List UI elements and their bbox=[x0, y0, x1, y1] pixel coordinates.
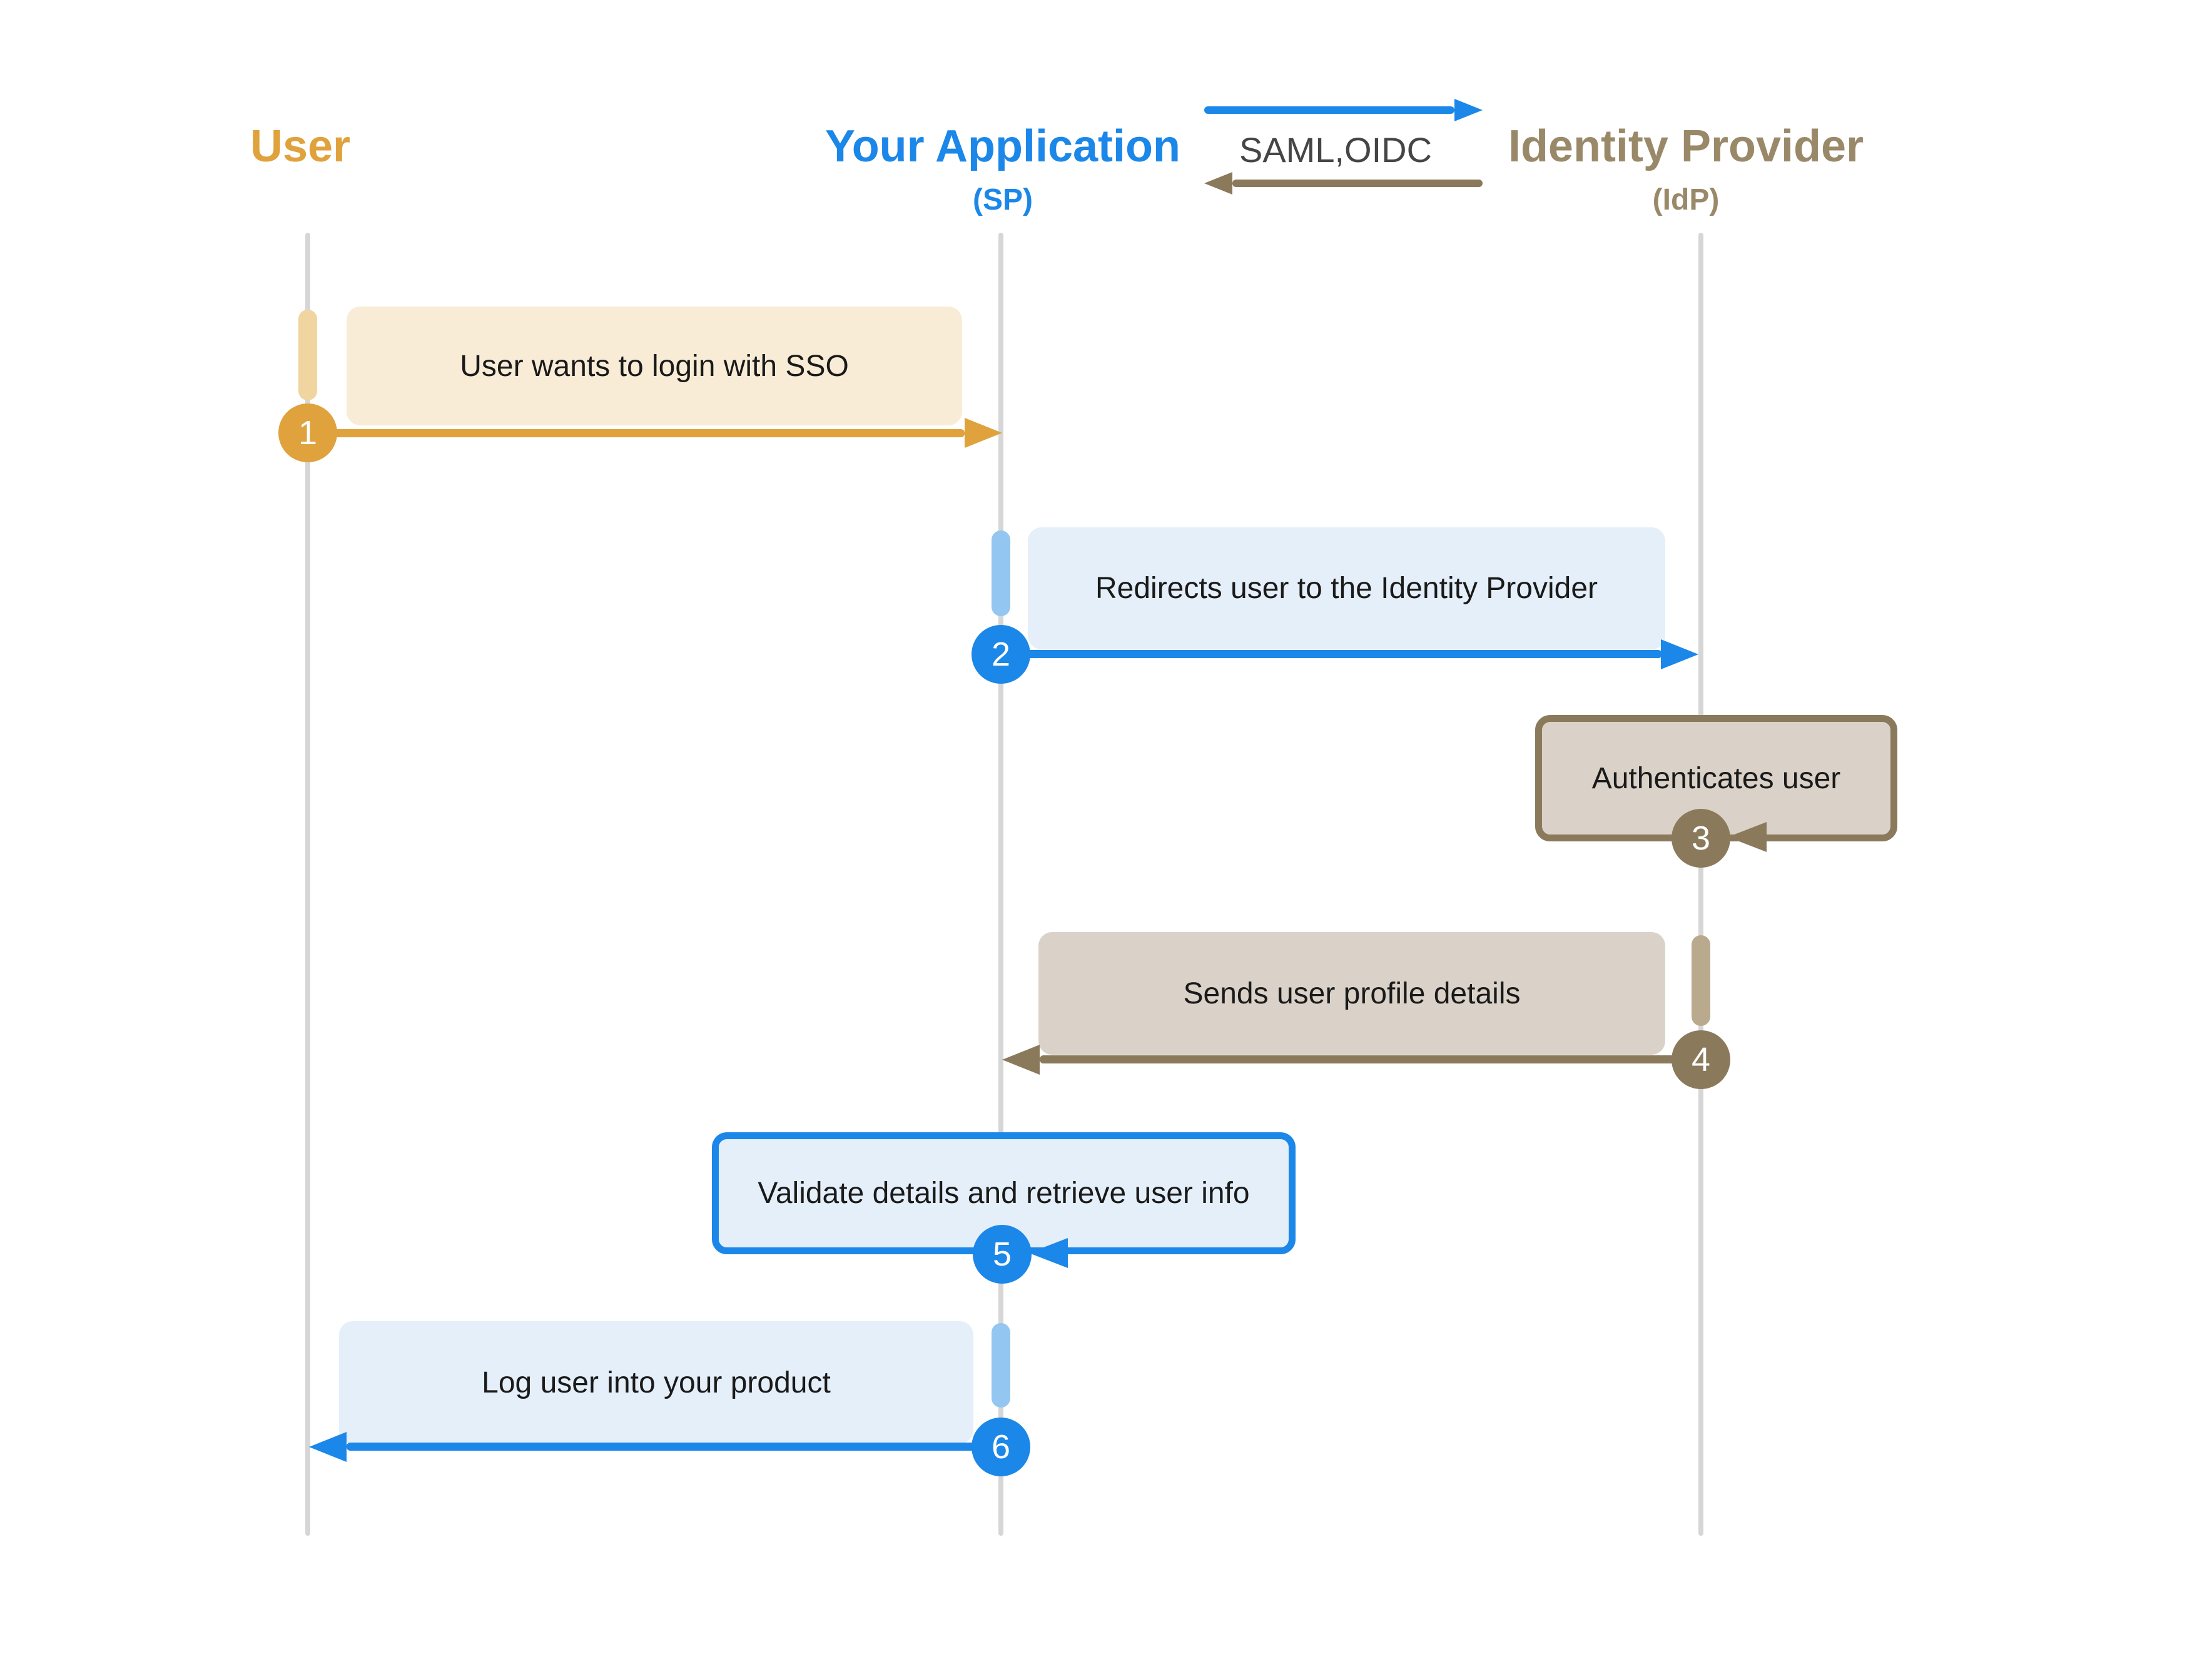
lifeline-user bbox=[305, 233, 310, 1536]
activation-bar-application-2 bbox=[992, 1323, 1010, 1408]
actor-subtitle-identity-provider: (IdP) bbox=[1652, 183, 1720, 216]
step-1-message-box: User wants to login with SSO bbox=[347, 307, 962, 425]
step-6-arrowhead-left-icon bbox=[309, 1432, 347, 1462]
lifeline-identity-provider bbox=[1698, 233, 1703, 1536]
step-5-label: Validate details and retrieve user info bbox=[758, 1177, 1250, 1210]
step-6-badge: 6 bbox=[972, 1418, 1030, 1476]
step-2-label: Redirects user to the Identity Provider bbox=[1095, 572, 1598, 605]
step-2-badge: 2 bbox=[972, 625, 1030, 684]
actor-subtitle-application: (SP) bbox=[973, 183, 1033, 216]
step-3-badge: 3 bbox=[1672, 809, 1730, 868]
actor-title-identity-provider: Identity Provider bbox=[1508, 121, 1864, 171]
step-6-label: Log user into your product bbox=[482, 1366, 831, 1399]
actor-title-application: Your Application bbox=[825, 121, 1180, 171]
actor-title-user: User bbox=[250, 121, 351, 171]
activation-bar-application bbox=[992, 530, 1010, 616]
step-4-arrowhead-left-icon bbox=[1002, 1045, 1040, 1075]
protocol-arrow-right-line bbox=[1204, 106, 1454, 114]
step-1-arrowhead-right-icon bbox=[965, 418, 1002, 448]
step-4-arrow-line bbox=[1040, 1055, 1701, 1063]
step-1-arrow-line bbox=[308, 429, 965, 437]
activation-bar-user bbox=[298, 310, 317, 400]
step-3-label: Authenticates user bbox=[1591, 761, 1841, 795]
step-4-message-box: Sends user profile details bbox=[1038, 932, 1665, 1055]
step-1-badge: 1 bbox=[278, 403, 337, 462]
step-1-label: User wants to login with SSO bbox=[460, 349, 849, 383]
step-5-badge: 5 bbox=[973, 1225, 1032, 1284]
protocol-arrow-left-line bbox=[1232, 180, 1483, 187]
step-3-arrowhead-left-icon bbox=[1728, 822, 1767, 852]
step-4-badge: 4 bbox=[1672, 1030, 1730, 1089]
protocol-label: SAML,OIDC bbox=[1239, 130, 1433, 170]
step-6-arrow-line bbox=[347, 1443, 1001, 1451]
step-2-message-box: Redirects user to the Identity Provider bbox=[1028, 527, 1665, 649]
lifeline-application bbox=[998, 233, 1003, 1536]
step-2-arrow-line bbox=[1001, 650, 1662, 658]
step-6-message-box: Log user into your product bbox=[339, 1321, 973, 1444]
step-5-arrowhead-left-icon bbox=[1029, 1238, 1068, 1268]
step-2-arrowhead-right-icon bbox=[1661, 639, 1698, 669]
step-4-label: Sends user profile details bbox=[1183, 977, 1521, 1010]
protocol-arrowhead-right-icon bbox=[1454, 99, 1483, 121]
protocol-arrowhead-left-icon bbox=[1204, 172, 1232, 195]
activation-bar-identity-provider bbox=[1692, 935, 1710, 1026]
